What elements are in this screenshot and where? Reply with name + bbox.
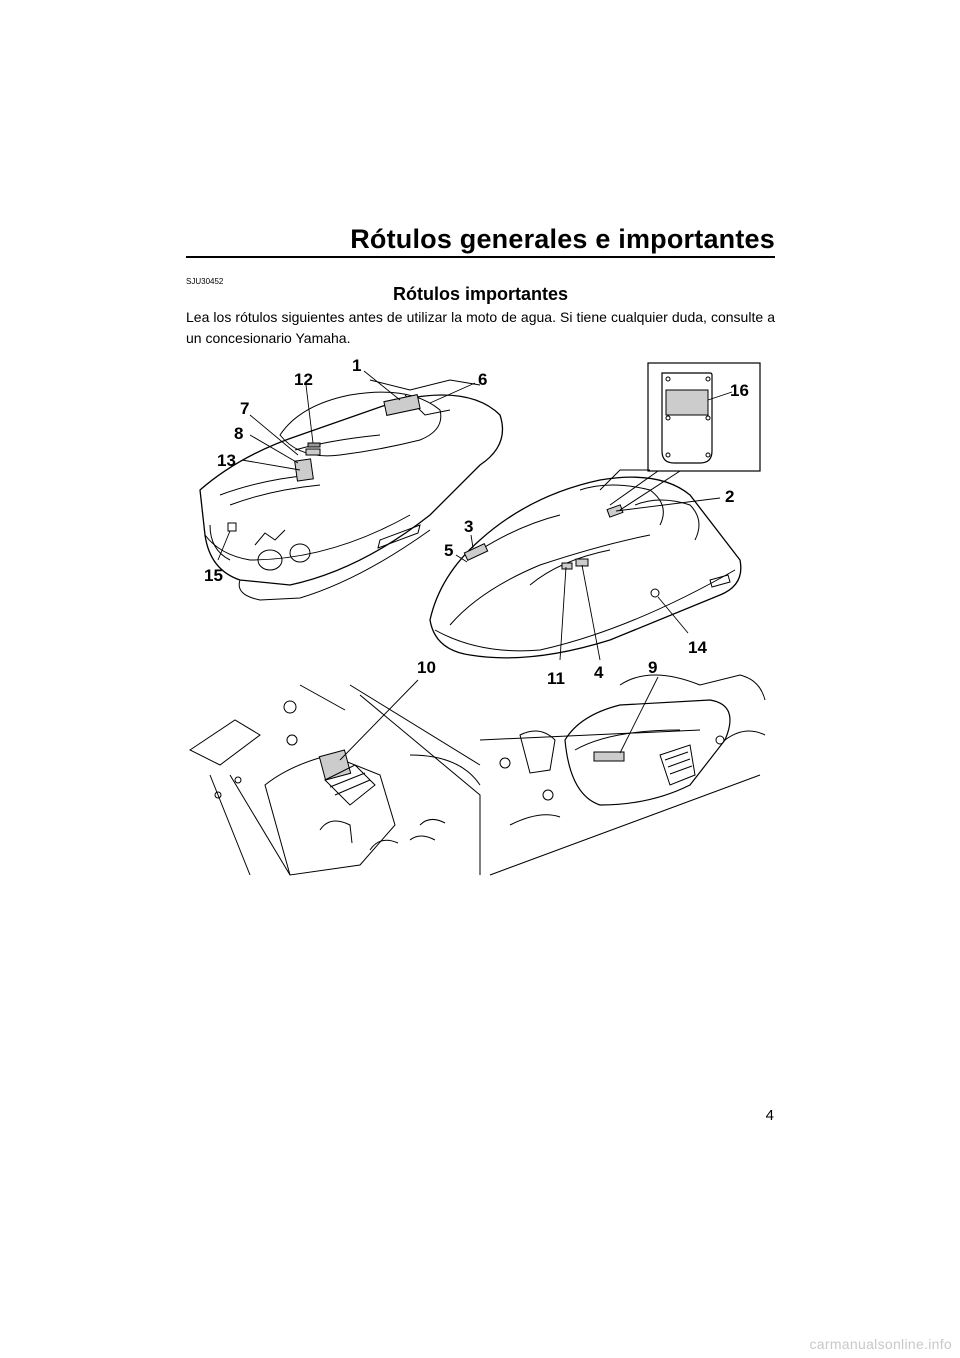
- callout-11: 11: [547, 669, 565, 688]
- callout-16: 16: [730, 381, 749, 400]
- label-location-diagram: 1 2 3 4 5 6 7 8 9 10 11 12 13 14 15 16: [189, 356, 766, 876]
- callout-1: 1: [352, 356, 361, 375]
- leader-lines: [217, 370, 733, 761]
- inset-panel: [609, 362, 761, 511]
- callout-8: 8: [234, 424, 243, 443]
- callout-14: 14: [688, 638, 707, 657]
- callout-3: 3: [464, 517, 473, 536]
- intro-paragraph: Lea los rótulos siguientes antes de util…: [186, 309, 775, 346]
- callout-4: 4: [594, 663, 604, 682]
- callout-2: 2: [725, 487, 734, 506]
- reference-code: SJU30452: [186, 277, 224, 286]
- watercraft-rear-view: [199, 379, 504, 601]
- title-rule: [186, 256, 775, 258]
- section-heading: Rótulos importantes: [392, 284, 568, 304]
- storage-compartment-right: [479, 674, 766, 876]
- watercraft-front-view: [429, 469, 742, 659]
- callout-5: 5: [444, 541, 453, 560]
- callout-15: 15: [204, 566, 223, 585]
- callout-10: 10: [417, 658, 436, 677]
- callout-13: 13: [217, 451, 236, 470]
- callout-6: 6: [478, 370, 487, 389]
- watermark: carmanualsonline.info: [809, 1336, 952, 1352]
- callout-9: 9: [648, 658, 657, 677]
- callout-7: 7: [240, 399, 249, 418]
- page-title: Rótulos generales e importantes: [350, 224, 775, 254]
- page-number: 4: [765, 1107, 774, 1124]
- callout-12: 12: [294, 370, 313, 389]
- engine-compartment-left: [189, 684, 481, 876]
